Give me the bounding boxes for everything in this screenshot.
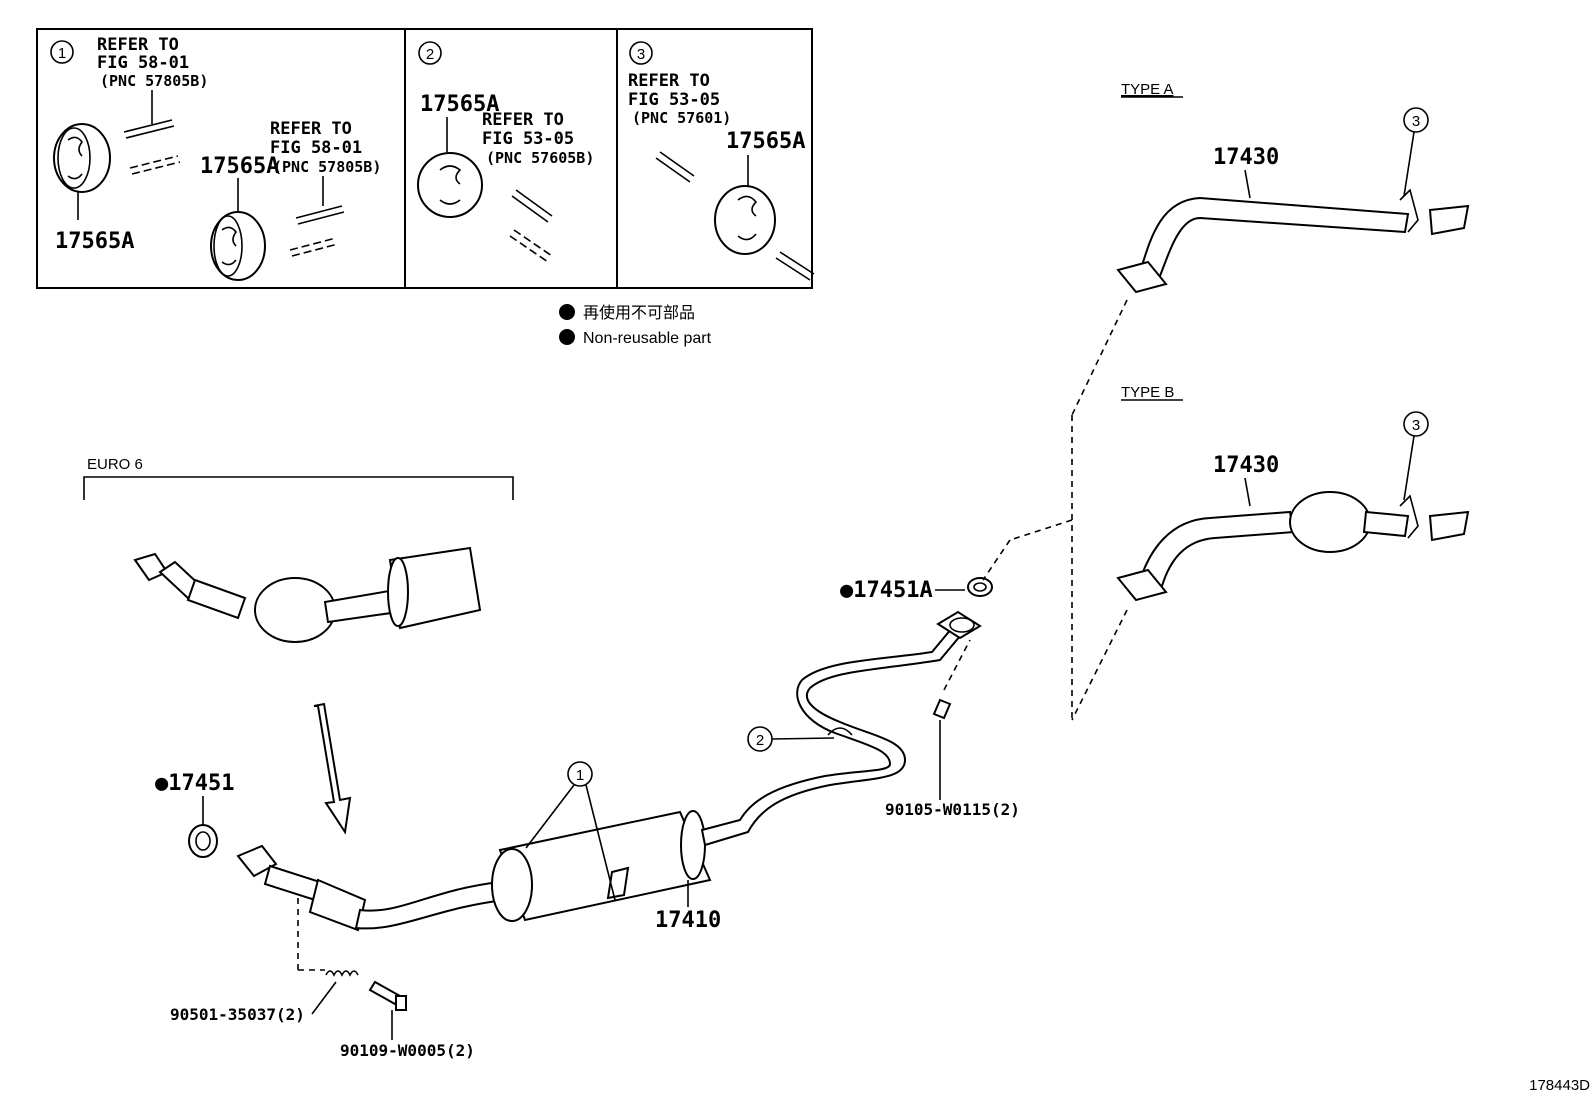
- callout-circle-3a: [1403, 107, 1429, 133]
- callout-circle-2: [418, 41, 442, 65]
- rubber-hanger-icon: [53, 123, 111, 220]
- euro6-catalytic-assembly: [133, 546, 482, 643]
- callout-1: 1: [525, 761, 616, 901]
- rod-icon: [123, 119, 181, 175]
- down-arrow-icon: [313, 702, 352, 835]
- box-2-number: 2: [426, 46, 434, 63]
- legend: 再使用不可部品 Non-reusable part: [559, 304, 712, 347]
- callout-circle-1-main: [567, 761, 593, 787]
- spring-90501-label: 90501-35037(2): [170, 1005, 305, 1024]
- muffler-17410-label: 17410: [655, 908, 721, 933]
- box-3-number: 3: [637, 46, 645, 63]
- euro6-label: EURO 6: [87, 456, 143, 473]
- type-b-label: TYPE B: [1121, 384, 1174, 401]
- box-2-ref-line3: (PNC 57605B): [486, 149, 594, 167]
- box-1-ref2-line3: (PNC 57805B): [273, 158, 381, 176]
- box-1-ref1-line1: REFER TO: [97, 35, 179, 55]
- box-3-ref-line2: FIG 53-05: [628, 90, 720, 110]
- box-3-ref-line1: REFER TO: [628, 71, 710, 91]
- type-b-section: TYPE B 17430 3: [1116, 384, 1470, 602]
- figure-id: 178443D: [1529, 1077, 1590, 1094]
- callout-2-number: 2: [756, 732, 764, 749]
- gasket-17451-icon: [188, 824, 218, 858]
- callout-1-number: 1: [576, 767, 584, 784]
- box-2-ref-line2: FIG 53-05: [482, 129, 574, 149]
- spring-icon: [325, 970, 359, 977]
- rubber-hanger-icon: [210, 211, 266, 281]
- rubber-hanger-icon: [417, 152, 483, 218]
- inset-box-2: 2 17565A REFER TO FIG 53-05 (PNC 57605B): [417, 41, 594, 263]
- bolt-90109-label: 90109-W0005(2): [340, 1041, 475, 1060]
- box-1-part-b: 17565A: [200, 154, 279, 179]
- filled-dot-icon: [559, 329, 575, 345]
- legend-jp: 再使用不可部品: [583, 304, 695, 322]
- rod-icon: [655, 151, 815, 281]
- bolt-90105-label: 90105-W0115(2): [885, 800, 1020, 819]
- callout-circle-3: [629, 41, 653, 65]
- type-a-section: TYPE A 17430 3: [1116, 81, 1470, 294]
- callout-3a-number: 3: [1412, 113, 1420, 130]
- inset-frame: [36, 28, 813, 289]
- tail-pipe-b-part: 17430: [1213, 453, 1279, 478]
- box-1-ref2-line1: REFER TO: [270, 119, 352, 139]
- connection-lines: [982, 299, 1128, 721]
- muffler: [491, 810, 712, 922]
- bolt-icon: [932, 639, 971, 720]
- gasket-17451a-icon: [967, 577, 993, 597]
- box-3-part: 17565A: [726, 129, 805, 154]
- callout-circle-1: [50, 40, 74, 64]
- box-2-part: 17565A: [420, 92, 499, 117]
- box-2-ref-line1: REFER TO: [482, 110, 564, 130]
- front-pipe-assembly: [236, 844, 507, 932]
- box-1-part-a: 17565A: [55, 229, 134, 254]
- gasket-17451a-label: ●17451A: [840, 578, 933, 603]
- inset-box-1: 1 REFER TO FIG 58-01 (PNC 57805B) 17565A…: [50, 35, 381, 281]
- box-1-ref2-line2: FIG 58-01: [270, 138, 362, 158]
- type-a-label: TYPE A: [1121, 81, 1174, 98]
- filled-dot-icon: [559, 304, 575, 320]
- legend-en: Non-reusable part: [583, 330, 712, 347]
- box-3-ref-line3: (PNC 57601): [632, 109, 731, 127]
- rubber-hanger-icon: [714, 185, 776, 255]
- box-1-number: 1: [58, 45, 66, 62]
- box-1-ref1-line3: (PNC 57805B): [100, 72, 208, 90]
- center-pipe: [700, 610, 982, 847]
- rod-icon: [289, 205, 345, 257]
- inset-box-3: 3 REFER TO FIG 53-05 (PNC 57601) 17565A: [628, 41, 815, 281]
- gasket-17451-label: ●17451: [155, 771, 234, 796]
- bolt-icon: [368, 980, 407, 1011]
- tail-pipe-a-part: 17430: [1213, 145, 1279, 170]
- callout-3b-number: 3: [1412, 417, 1420, 434]
- callout-2: 2: [747, 726, 835, 752]
- callout-circle-3b: [1403, 411, 1429, 437]
- euro6-section: EURO 6: [83, 456, 514, 835]
- box-1-ref1-line2: FIG 58-01: [97, 53, 189, 73]
- rod-icon: [509, 189, 553, 263]
